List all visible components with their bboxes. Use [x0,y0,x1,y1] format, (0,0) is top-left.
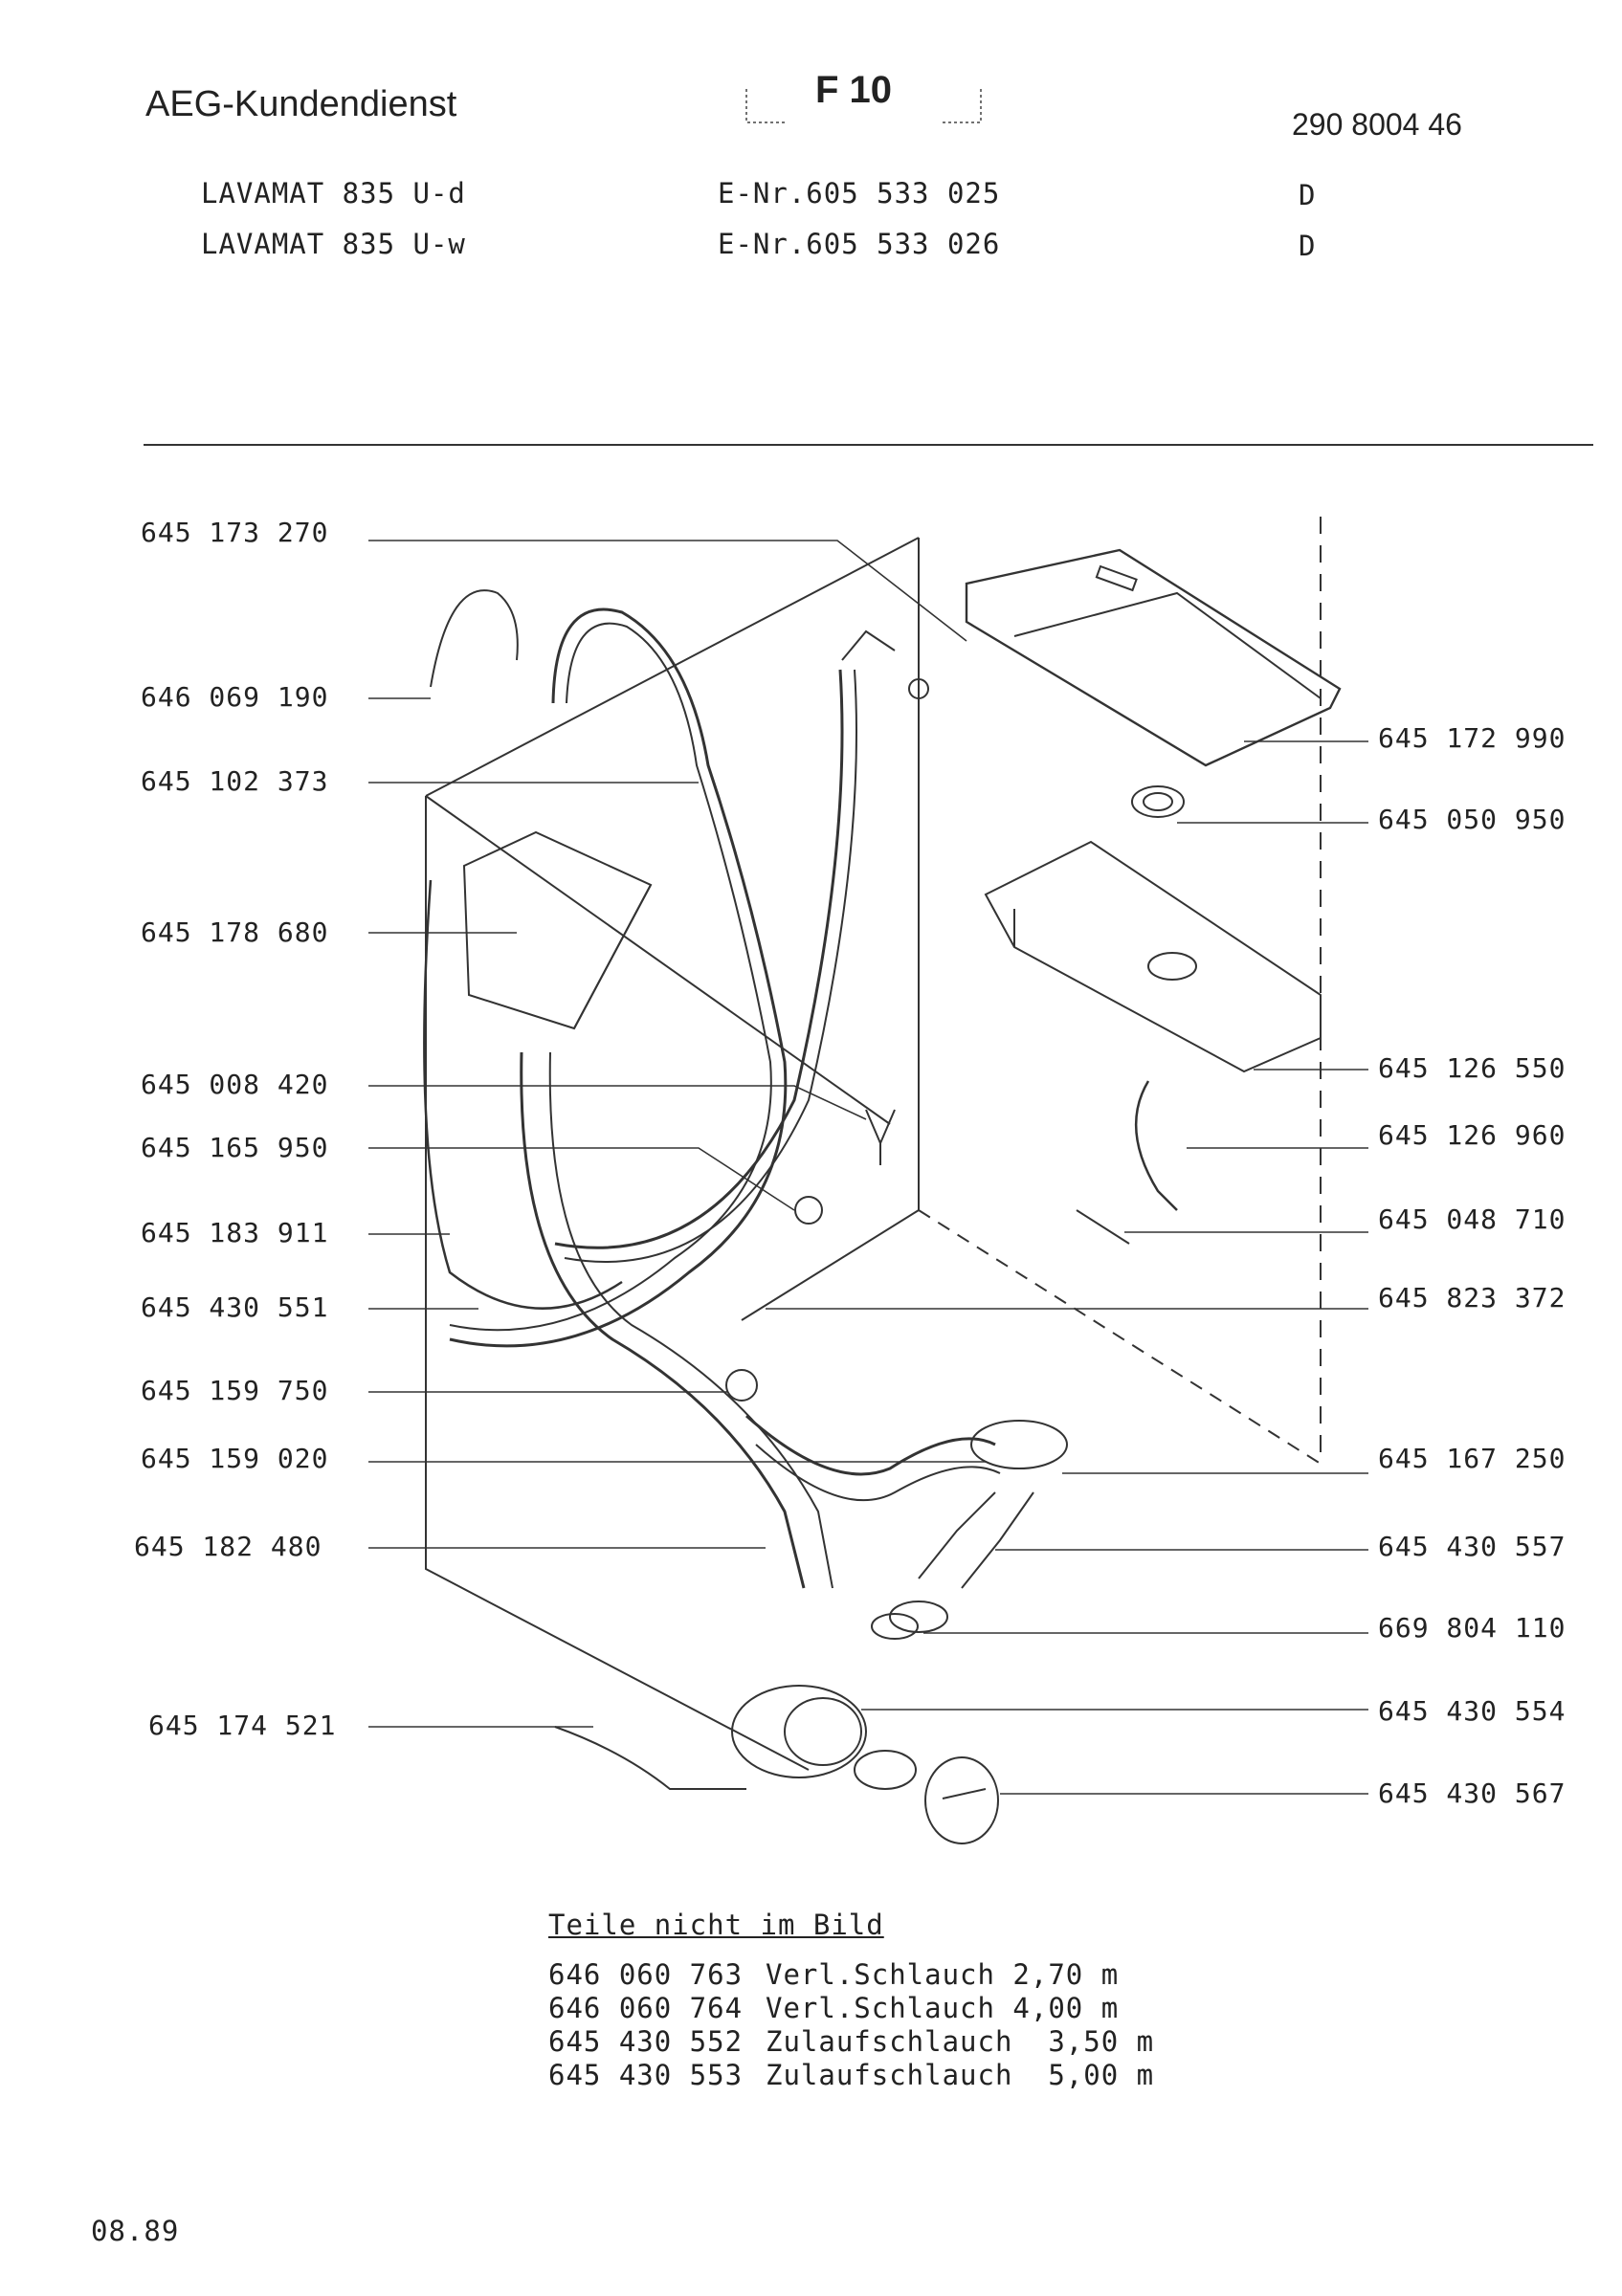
part-label-right: 645 126 550 [1378,1052,1566,1084]
part-label-right: 645 048 710 [1378,1203,1566,1235]
pump-housing [731,1685,867,1778]
header-divider [144,444,1593,446]
code-bracket [745,89,982,123]
part-label-left: 645 159 750 [141,1375,329,1406]
part-label-left: 645 182 480 [134,1531,322,1562]
part-label-left: 645 430 551 [141,1292,329,1323]
part-label-left: 645 183 911 [141,1217,329,1248]
part-label-left: 645 178 680 [141,916,329,948]
part-label-right: 645 126 960 [1378,1119,1566,1151]
sump [970,1420,1068,1469]
inlet-hose-1 [449,607,788,1348]
inlet-hose-2 [554,669,844,1249]
not-shown-part: 646 060 764 [548,1992,744,2024]
not-shown-desc: Zulaufschlauch 3,50 m [766,2025,1155,2058]
part-label-right: 645 430 554 [1378,1695,1566,1727]
part-label-left: 645 174 521 [148,1710,337,1741]
cabinet-front-outline [425,796,810,1771]
hose-bracket [430,589,519,688]
model-country-1: D [1299,179,1317,211]
sheet-code: F 10 [815,69,893,111]
part-label-right: 645 430 567 [1378,1777,1566,1809]
part-label-left: 645 165 950 [141,1132,329,1163]
part-label-left: 645 173 270 [141,517,329,548]
part-label-right: 645 167 250 [1378,1443,1566,1474]
part-label-left: 645 159 020 [141,1443,329,1474]
dispenser-housing [462,830,653,1030]
brand-title: AEG-Kundendienst [145,84,457,124]
part-label-right: 645 172 990 [1378,722,1566,754]
model-country-2: D [1299,230,1317,262]
drain-hose [423,879,623,1310]
seal-ring [1131,785,1185,818]
part-label-left: 645 102 373 [141,765,329,797]
cabinet-top-edge [425,537,920,797]
y-piece [865,1109,896,1165]
not-shown-part: 646 060 763 [548,1958,744,1991]
dispenser-tray [984,840,1322,1073]
pump-hose [745,1414,996,1476]
not-shown-title: Teile nicht im Bild [548,1909,884,1941]
not-shown-desc: Verl.Schlauch 4,00 m [766,1992,1120,2024]
print-date: 08.89 [91,2215,180,2247]
not-shown-part: 645 430 553 [548,2059,744,2091]
part-label-left: 646 069 190 [141,681,329,713]
model-name-2: LAVAMAT 835 U-w [201,228,466,260]
part-label-right: 669 804 110 [1378,1612,1566,1644]
part-label-right: 645 430 557 [1378,1531,1566,1562]
model-enr-2: E-Nr.605 533 026 [718,228,1001,260]
not-shown-desc: Verl.Schlauch 2,70 m [766,1958,1120,1991]
bellows [918,1491,1034,1589]
hose-clamp [871,1613,919,1640]
part-label-right: 645 823 372 [1378,1282,1566,1314]
filter-cap [924,1756,999,1844]
part-label-left: 645 008 420 [141,1069,329,1100]
dispenser-lid [965,548,1342,767]
not-shown-part: 645 430 552 [548,2025,744,2058]
document-number: 290 8004 46 [1292,107,1462,142]
pump-seal [854,1750,917,1790]
elbow-hose [1134,1080,1178,1211]
model-enr-1: E-Nr.605 533 025 [718,177,1001,210]
not-shown-desc: Zulaufschlauch 5,00 m [766,2059,1155,2091]
model-name-1: LAVAMAT 835 U-d [201,177,466,210]
part-label-right: 645 050 950 [1378,804,1566,835]
